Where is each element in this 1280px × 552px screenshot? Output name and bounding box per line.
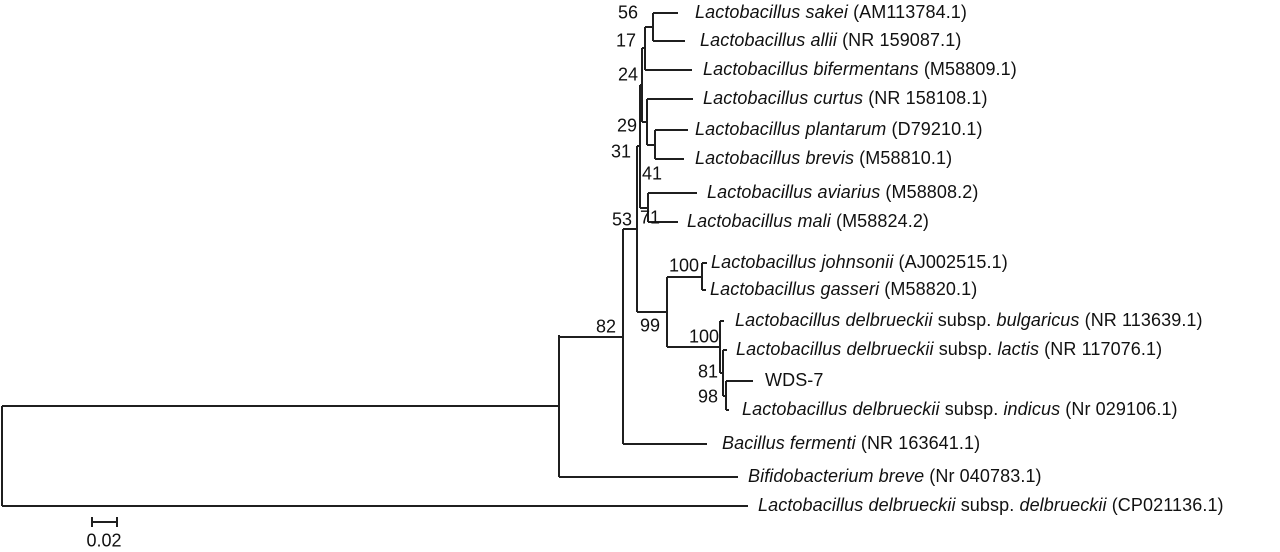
leaf-label-brevis: Lactobacillus brevis (M58810.1) — [695, 148, 952, 169]
leaf-label-plantarum: Lactobacillus plantarum (D79210.1) — [695, 119, 983, 140]
leaf-label-WDS-7: WDS-7 — [765, 370, 824, 391]
taxon-name-regular: WDS-7 — [765, 370, 824, 391]
taxon-name-italic: Lactobacillus delbrueckii — [742, 399, 940, 420]
taxon-name-italic: bulgaricus — [996, 310, 1080, 331]
taxon-name-italic: delbrueckii — [1019, 495, 1107, 516]
taxon-name-regular: (AJ002515.1) — [893, 252, 1008, 273]
leaf-label-mali: Lactobacillus mali (M58824.2) — [687, 211, 929, 232]
taxon-name-italic: Lactobacillus brevis — [695, 148, 855, 169]
taxon-name-italic: Lactobacillus sakei — [695, 2, 848, 23]
taxon-name-italic: Lactobacillus delbrueckii — [736, 339, 934, 360]
taxon-name-regular: (Nr 040783.1) — [924, 466, 1042, 487]
taxon-name-italic: Lactobacillus delbrueckii — [735, 310, 933, 331]
taxon-name-regular: (M58810.1) — [854, 148, 953, 169]
bootstrap-value-label: 29 — [616, 115, 638, 136]
leaf-label-sakei: Lactobacillus sakei (AM113784.1) — [695, 2, 967, 23]
bootstrap-value-label: 17 — [615, 30, 637, 51]
leaf-label-johnsonii: Lactobacillus johnsonii (AJ002515.1) — [711, 252, 1008, 273]
taxon-name-regular: (M58824.2) — [830, 211, 930, 232]
taxon-name-italic: Lactobacillus johnsonii — [711, 252, 894, 273]
leaf-label-lactis: Lactobacillus delbrueckii subsp. lactis … — [736, 339, 1162, 360]
taxon-name-regular: (M58809.1) — [918, 59, 1017, 80]
leaf-label-breve: Bifidobacterium breve (Nr 040783.1) — [748, 466, 1042, 487]
taxon-name-italic: lactis — [997, 339, 1040, 360]
leaf-label-bulgaricus: Lactobacillus delbrueckii subsp. bulgari… — [735, 310, 1203, 331]
taxon-name-regular: (M58820.1) — [879, 279, 978, 300]
taxon-name-italic: Lactobacillus curtus — [703, 88, 864, 109]
bootstrap-value-label: 71 — [639, 207, 661, 228]
taxon-name-italic: Bifidobacterium breve — [748, 466, 925, 487]
taxon-name-regular: (NR 113639.1) — [1079, 310, 1203, 331]
taxon-name-italic: Lactobacillus bifermentans — [703, 59, 919, 80]
bootstrap-value-label: 31 — [610, 141, 632, 162]
bootstrap-value-label: 100 — [688, 326, 720, 347]
taxon-name-regular: (NR 158108.1) — [863, 88, 988, 109]
taxon-name-regular: subsp. — [939, 399, 1004, 420]
leaf-label-gasseri: Lactobacillus gasseri (M58820.1) — [710, 279, 977, 300]
leaf-label-bifermentans: Lactobacillus bifermentans (M58809.1) — [703, 59, 1017, 80]
taxon-name-italic: Lactobacillus mali — [687, 211, 831, 232]
taxon-name-regular: subsp. — [955, 495, 1020, 516]
leaf-label-indicus: Lactobacillus delbrueckii subsp. indicus… — [742, 399, 1178, 420]
bootstrap-value-label: 81 — [697, 361, 719, 382]
taxon-name-regular: (CP021136.1) — [1106, 495, 1224, 516]
taxon-name-italic: Lactobacillus delbrueckii — [758, 495, 956, 516]
taxon-name-italic: Lactobacillus plantarum — [695, 119, 887, 140]
bootstrap-value-label: 53 — [611, 209, 633, 230]
taxon-name-regular: (NR 163641.1) — [855, 433, 981, 454]
bootstrap-value-label: 100 — [668, 255, 700, 276]
taxon-name-regular: subsp. — [932, 310, 997, 331]
taxon-name-regular: (Nr 029106.1) — [1060, 399, 1178, 420]
bootstrap-value-label: 56 — [617, 2, 639, 23]
taxon-name-italic: Lactobacillus gasseri — [710, 279, 880, 300]
taxon-name-regular: subsp. — [933, 339, 998, 360]
taxon-name-regular: (NR 159087.1) — [836, 30, 962, 51]
taxon-name-italic: Bacillus fermenti — [722, 433, 856, 454]
taxon-name-regular: (NR 117076.1) — [1039, 339, 1163, 360]
leaf-label-curtus: Lactobacillus curtus (NR 158108.1) — [703, 88, 988, 109]
bootstrap-value-label: 98 — [697, 386, 719, 407]
bootstrap-value-label: 82 — [595, 316, 617, 337]
bootstrap-value-label: 99 — [639, 315, 661, 336]
taxon-name-regular: (AM113784.1) — [847, 2, 968, 23]
leaf-label-allii: Lactobacillus allii (NR 159087.1) — [700, 30, 961, 51]
leaf-label-delbrueckii_outgroup: Lactobacillus delbrueckii subsp. delbrue… — [758, 495, 1224, 516]
taxon-name-italic: Lactobacillus allii — [700, 30, 837, 51]
scale-bar-label: 0.02 — [86, 530, 122, 551]
bootstrap-value-label: 41 — [641, 163, 663, 184]
leaf-label-aviarius: Lactobacillus aviarius (M58808.2) — [707, 182, 978, 203]
taxon-name-italic: indicus — [1003, 399, 1061, 420]
taxon-name-regular: (D79210.1) — [886, 119, 983, 140]
taxon-name-regular: (M58808.2) — [880, 182, 979, 203]
leaf-label-fermenti: Bacillus fermenti (NR 163641.1) — [722, 433, 980, 454]
bootstrap-value-label: 24 — [617, 64, 639, 85]
taxon-name-italic: Lactobacillus aviarius — [707, 182, 881, 203]
